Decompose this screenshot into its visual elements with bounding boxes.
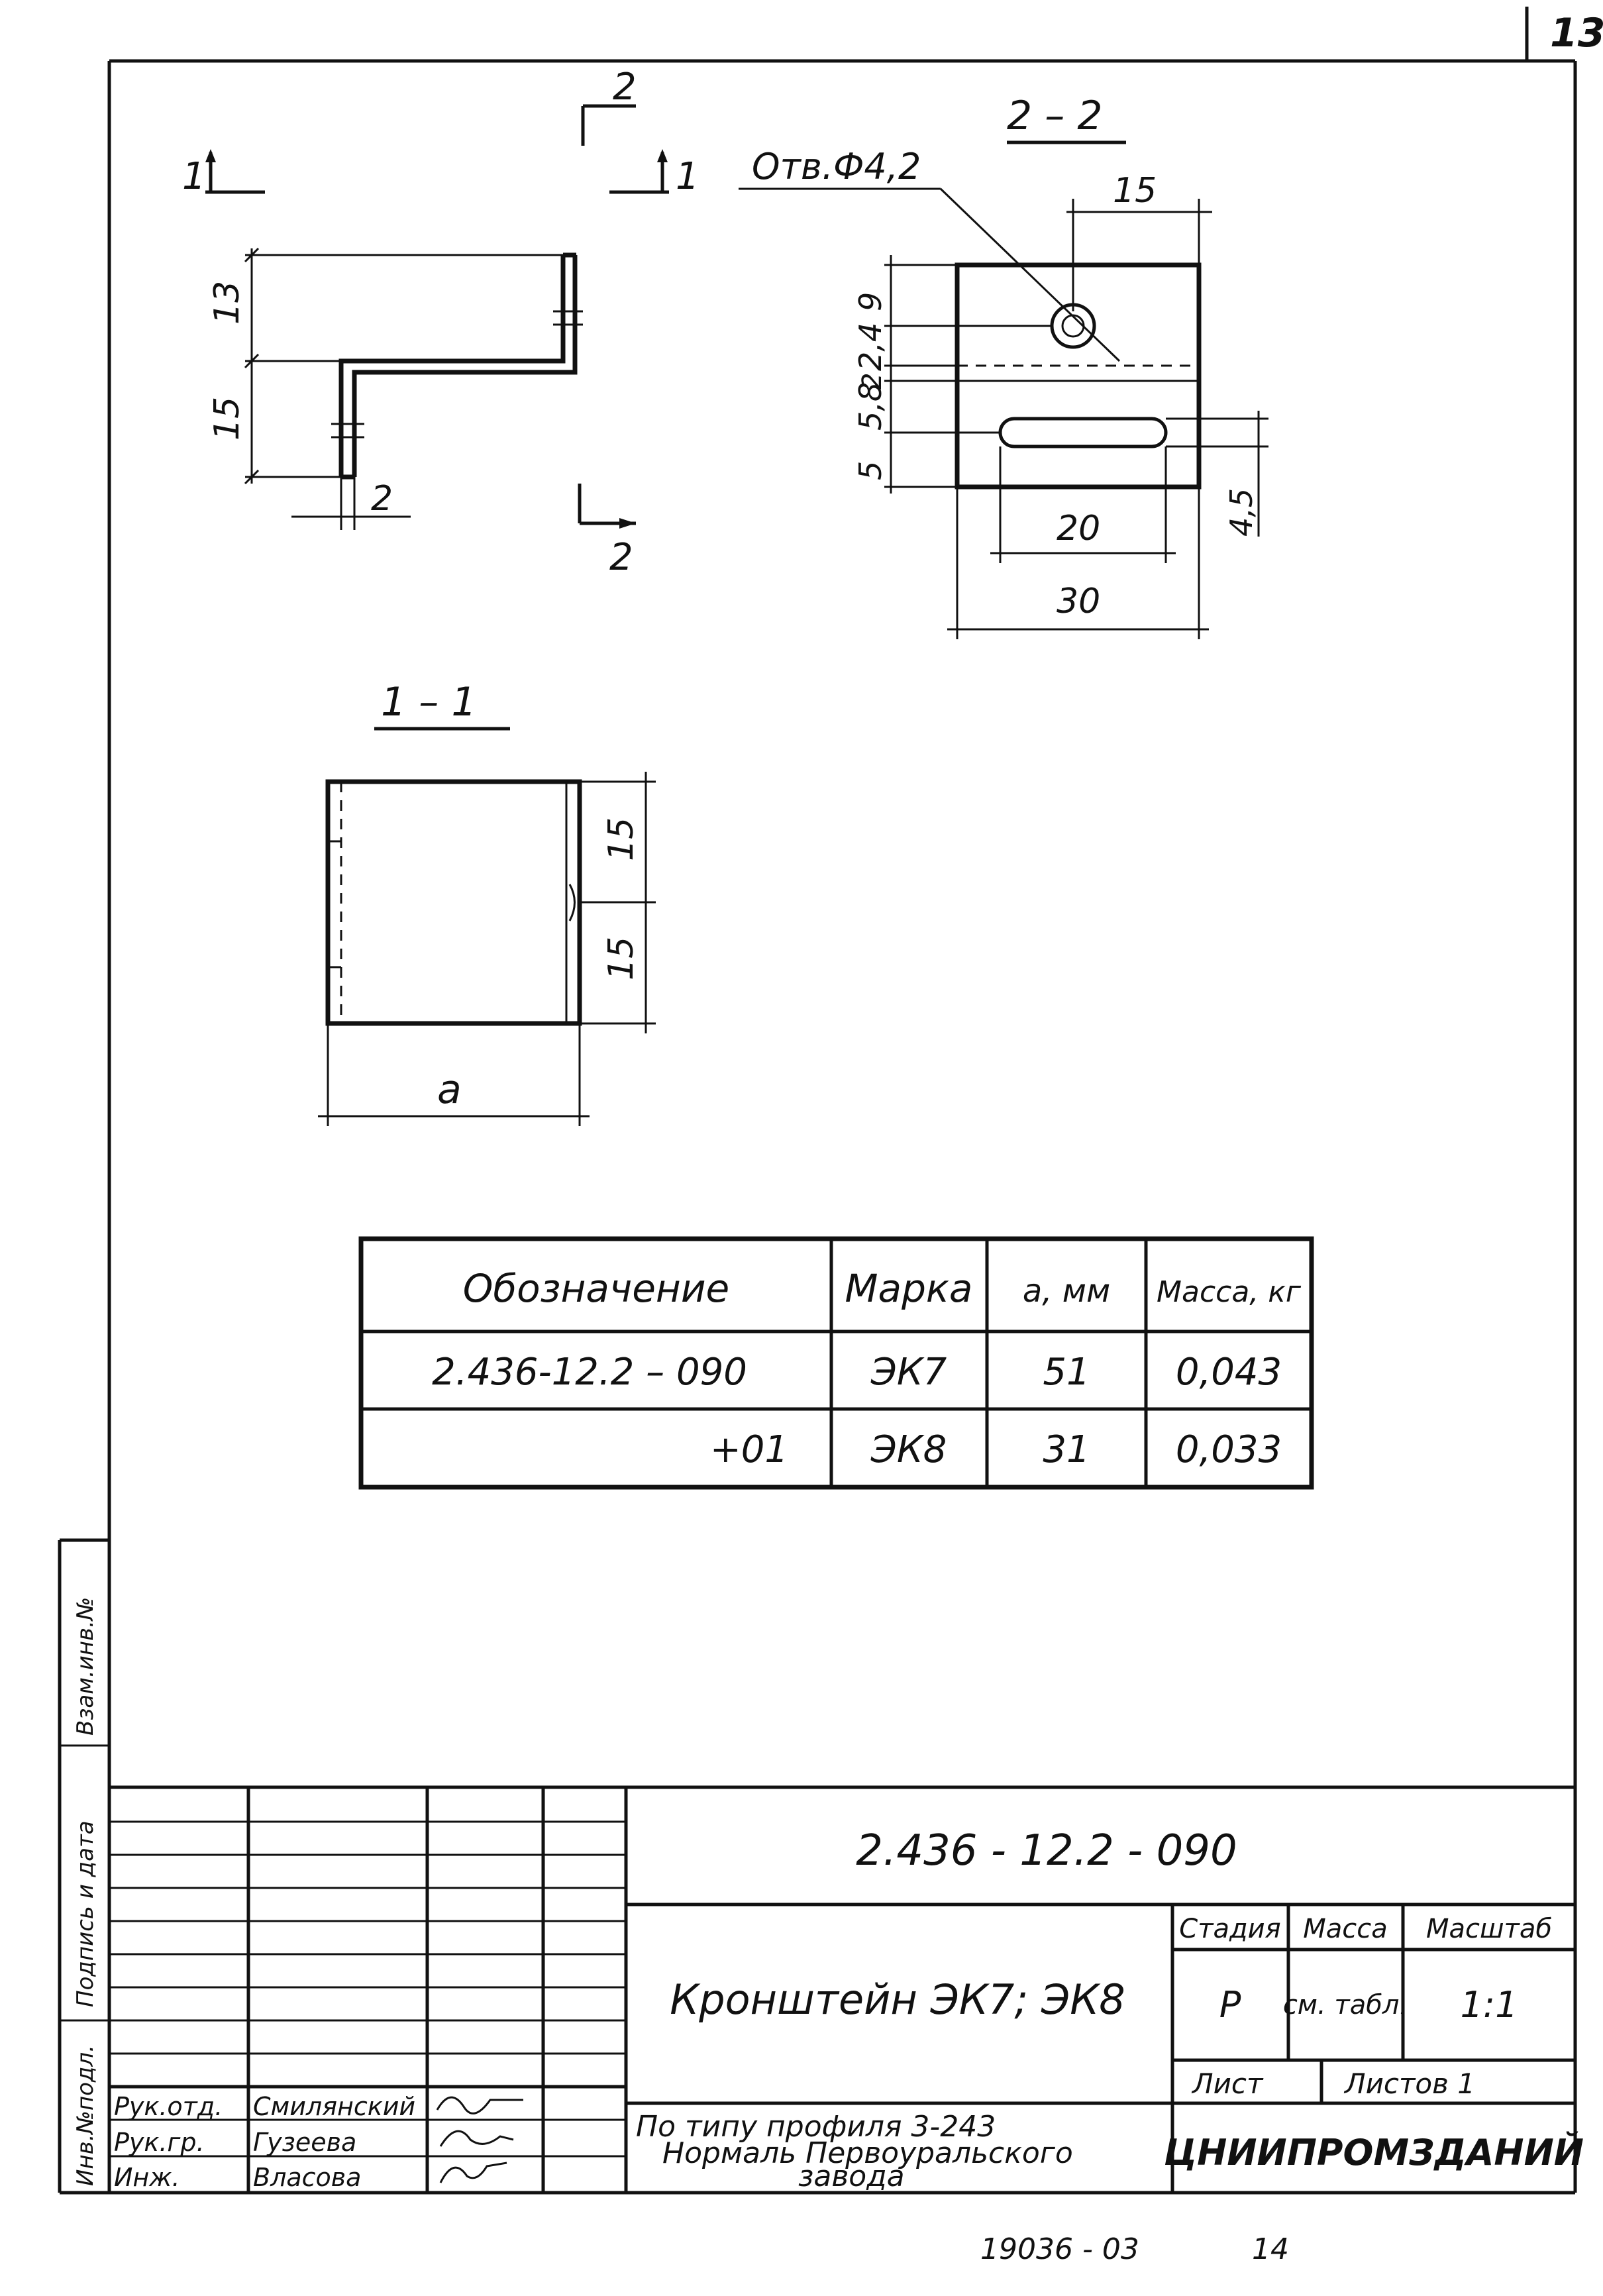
sheet-number: 13	[1550, 10, 1603, 56]
sheets-label: Листов 1	[1343, 2067, 1475, 2100]
side-stamp-replacement: Взам.инв.№	[72, 1597, 99, 1736]
spec-row-2-mark: ЭК8	[870, 1428, 947, 1471]
note-line-2: Нормаль Первоуральского	[662, 2136, 1073, 2170]
dim-sec-a: a	[437, 1067, 462, 1113]
spec-row-2-a: 31	[1043, 1428, 1090, 1471]
hole-label: Отв.Ф4,2	[752, 146, 921, 187]
spec-row-1-mark: ЭК7	[870, 1351, 947, 1394]
note-line-3: завода	[798, 2160, 905, 2193]
spec-row-1-designation: 2.436-12.2 – 090	[432, 1351, 747, 1394]
dim-left-2-4: 2,4	[853, 323, 888, 371]
role-3-name: Власова	[253, 2163, 361, 2192]
mass-value: см. табл.	[1283, 1990, 1408, 2020]
dim-left-5: 5	[853, 461, 888, 480]
cut-mark-1-left: 1	[182, 155, 206, 198]
side-stamp	[58, 1538, 109, 2195]
dim-side-15: 15	[207, 397, 247, 441]
cut-mark-2-top: 2	[613, 66, 637, 109]
role-1: Рук.отд.	[114, 2092, 223, 2121]
dim-right-4-5: 4,5	[1223, 488, 1259, 537]
role-3: Инж.	[114, 2163, 180, 2192]
dim-side-13: 13	[207, 281, 247, 325]
dim-sec-15-top: 15	[601, 817, 641, 861]
role-2: Рук.гр.	[114, 2128, 205, 2157]
cut-mark-2-bottom: 2	[609, 536, 633, 579]
section-1-1	[318, 727, 656, 1126]
scale-value: 1:1	[1461, 1984, 1518, 2026]
cut-mark-1-right: 1	[676, 155, 699, 198]
section-1-1-label: 1 – 1	[381, 679, 477, 725]
stage-label: Стадия	[1179, 1914, 1280, 1944]
spec-row-1-a: 51	[1043, 1351, 1090, 1394]
dim-left-2: 2	[857, 373, 888, 390]
dim-side-2: 2	[371, 479, 393, 519]
title-code: 2.436 - 12.2 - 090	[856, 1826, 1237, 1875]
section-2-2	[739, 140, 1268, 639]
spec-header-designation: Обозначение	[463, 1266, 729, 1311]
mass-label: Масса	[1303, 1914, 1388, 1944]
dim-left-5-8: 5,8	[853, 382, 888, 431]
side-stamp-signature: Подпись и дата	[72, 1820, 99, 2007]
dim-slot-20: 20	[1057, 509, 1100, 548]
stage-value: Р	[1219, 1984, 1241, 2026]
footer-page: 14	[1252, 2232, 1289, 2266]
dim-left-9: 9	[853, 292, 888, 311]
note-line-1: По типу профиля 3-243	[636, 2110, 996, 2144]
spec-row-2-mass: 0,033	[1176, 1428, 1282, 1471]
spec-row-1-mass: 0,043	[1176, 1351, 1282, 1394]
spec-table	[358, 1236, 1314, 1490]
spec-row-2-designation: +01	[710, 1428, 788, 1471]
footer-archive: 19036 - 03	[980, 2232, 1139, 2266]
dim-sec-15-bottom: 15	[601, 937, 641, 980]
title-name: Кронштейн ЭК7; ЭК8	[670, 1975, 1125, 2024]
dim-top-15: 15	[1113, 171, 1157, 211]
scale-label: Масштаб	[1426, 1914, 1552, 1944]
dim-width-30: 30	[1057, 582, 1100, 621]
sheet-label: Лист	[1191, 2067, 1264, 2100]
role-2-name: Гузеева	[253, 2128, 356, 2157]
spec-header-mass: Масса, кг	[1157, 1275, 1302, 1309]
spec-header-a: a, мм	[1023, 1273, 1110, 1310]
section-2-2-label: 2 – 2	[1007, 93, 1103, 139]
side-stamp-original: Инв.№подл.	[72, 2045, 99, 2186]
spec-header-mark: Марка	[845, 1266, 973, 1311]
organization: ЦНИИПРОМЗДАНИЙ	[1164, 2132, 1584, 2173]
title-block	[109, 1785, 1575, 2193]
side-view	[205, 104, 669, 530]
role-1-name: Смилянский	[253, 2092, 415, 2121]
drawing-frame	[107, 7, 1577, 2195]
